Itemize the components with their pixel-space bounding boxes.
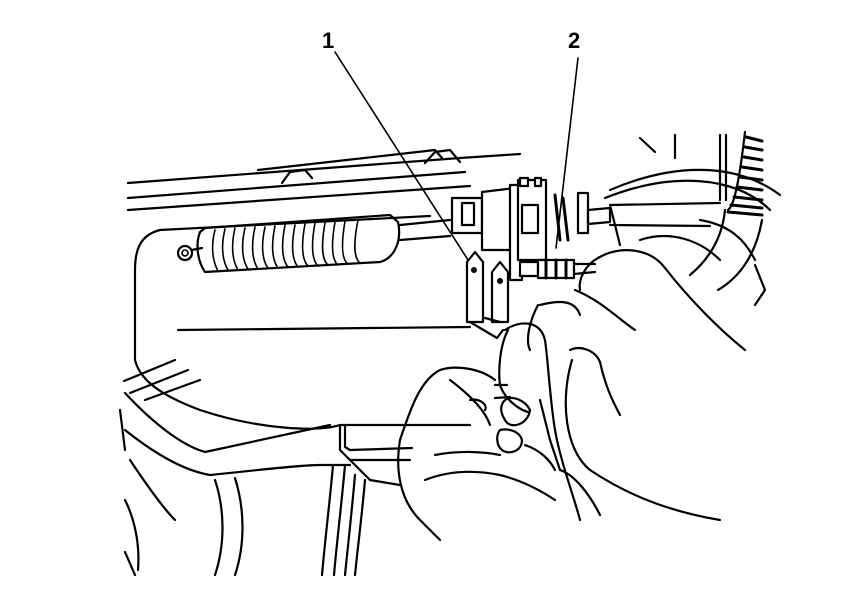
corrugated-hose xyxy=(688,130,764,292)
callout-1-leader xyxy=(334,51,469,261)
right-hand xyxy=(564,218,767,522)
left-hand xyxy=(397,300,602,542)
body-panel xyxy=(118,214,472,452)
upper-rails xyxy=(126,133,782,212)
terminal-blades xyxy=(465,250,510,340)
switch-mechanism xyxy=(450,176,722,282)
callout-1-label: 1 xyxy=(322,28,335,53)
bellows-spring xyxy=(176,213,452,274)
callout-leaders xyxy=(334,51,579,261)
callout-2-label: 2 xyxy=(568,28,581,53)
callout-2-leader xyxy=(555,57,579,249)
lower-structure xyxy=(122,358,414,577)
